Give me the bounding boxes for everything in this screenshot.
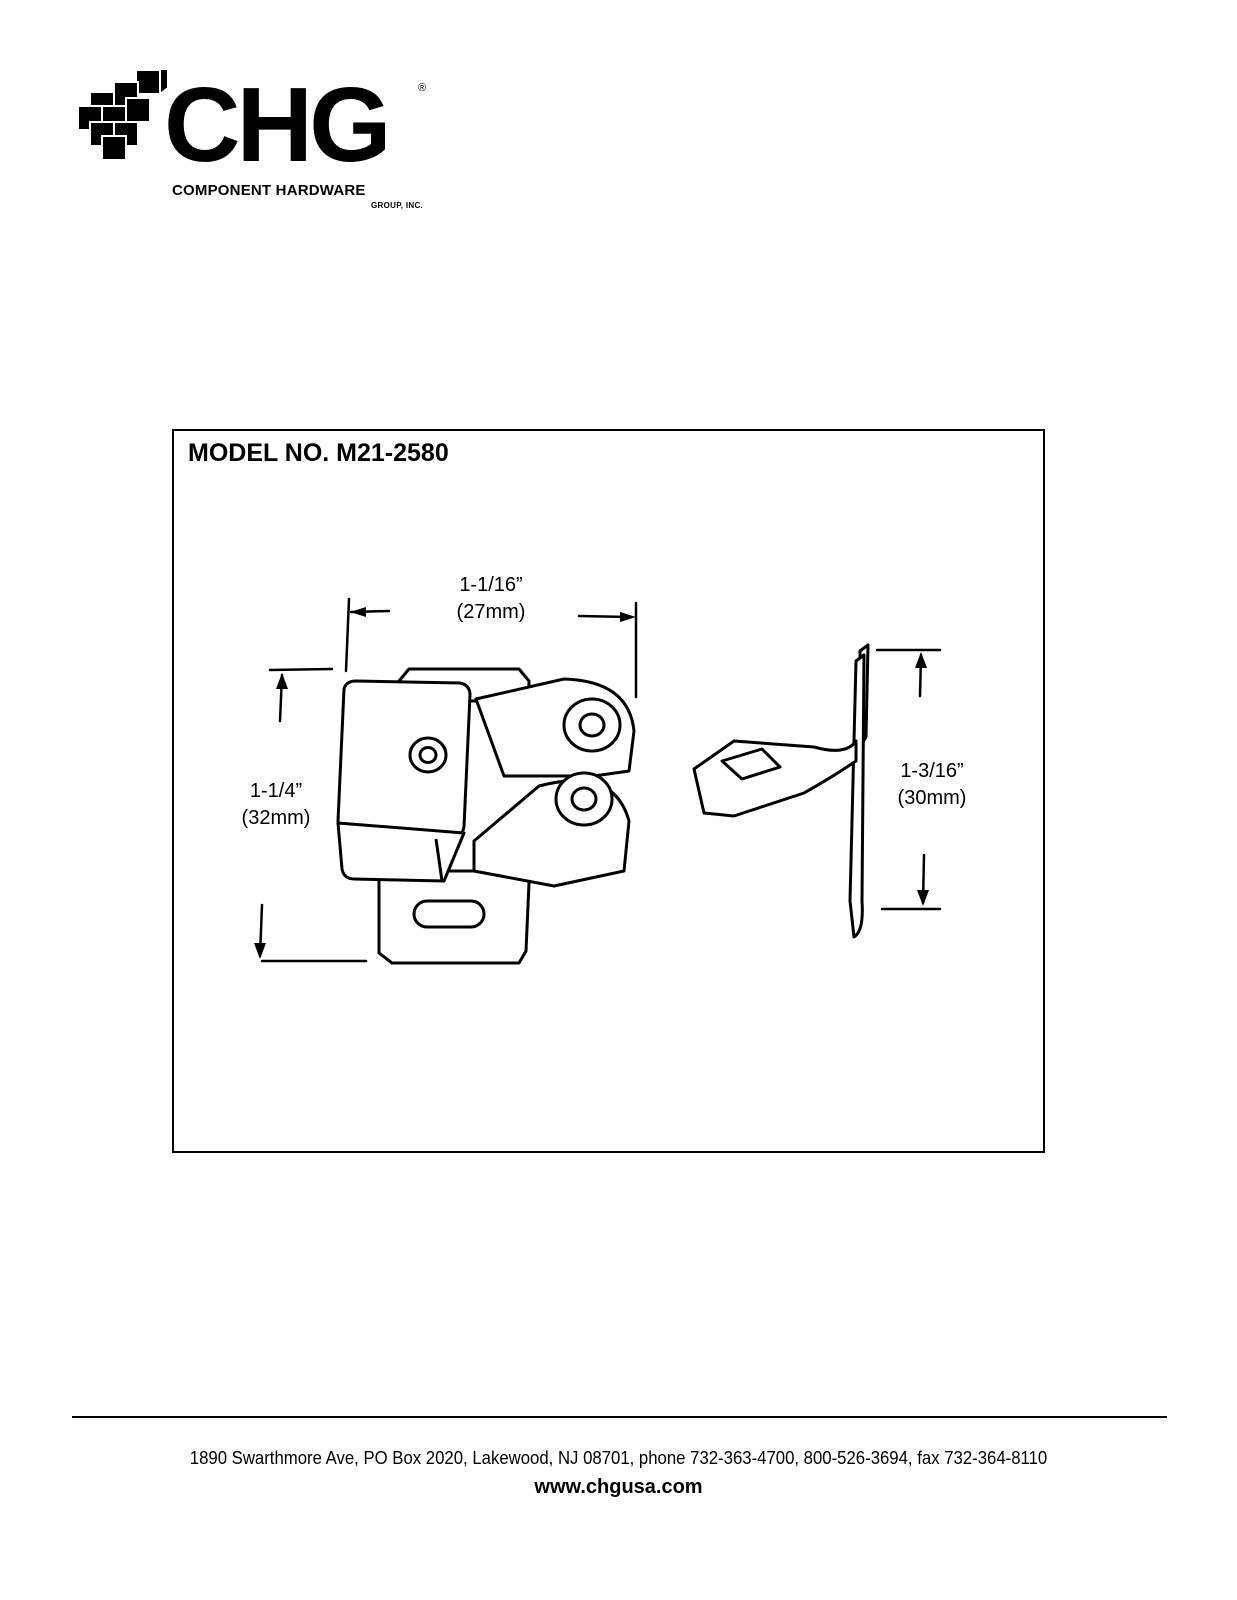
catch-drawing: [254, 597, 942, 965]
registered-mark: ®: [418, 82, 427, 94]
spec-drawing-box: MODEL NO. M21-2580: [172, 429, 1045, 1153]
height-dimension: 1-1/4” (32mm): [226, 778, 326, 832]
footer-divider: [72, 1416, 1167, 1418]
cubes-logo-icon: [77, 70, 169, 161]
footer-address: 1890 Swarthmore Ave, PO Box 2020, Lakewo…: [189, 1448, 1048, 1468]
width-extension-left: [344, 597, 351, 673]
width-dimension: 1-1/16” (27mm): [436, 572, 546, 626]
footer-website-link[interactable]: www.chgusa.com: [534, 1476, 703, 1498]
height-imperial: 1-1/4”: [249, 780, 303, 802]
width-imperial: 1-1/16”: [459, 574, 523, 596]
width-metric: (27mm): [456, 601, 526, 623]
company-name: COMPONENT HARDWARE: [172, 182, 366, 199]
strike-metric: (30mm): [897, 787, 967, 809]
strike-imperial: 1-3/16”: [900, 760, 964, 782]
height-metric: (32mm): [241, 807, 311, 829]
model-number-title: MODEL NO. M21-2580: [188, 439, 449, 467]
strike-dimension: 1-3/16” (30mm): [882, 758, 982, 812]
logo-wordmark: CHG: [164, 66, 392, 184]
company-logo: CHG ® COMPONENT HARDWARE GROUP, INC.: [76, 70, 436, 220]
company-suffix: GROUP, INC.: [371, 201, 424, 210]
